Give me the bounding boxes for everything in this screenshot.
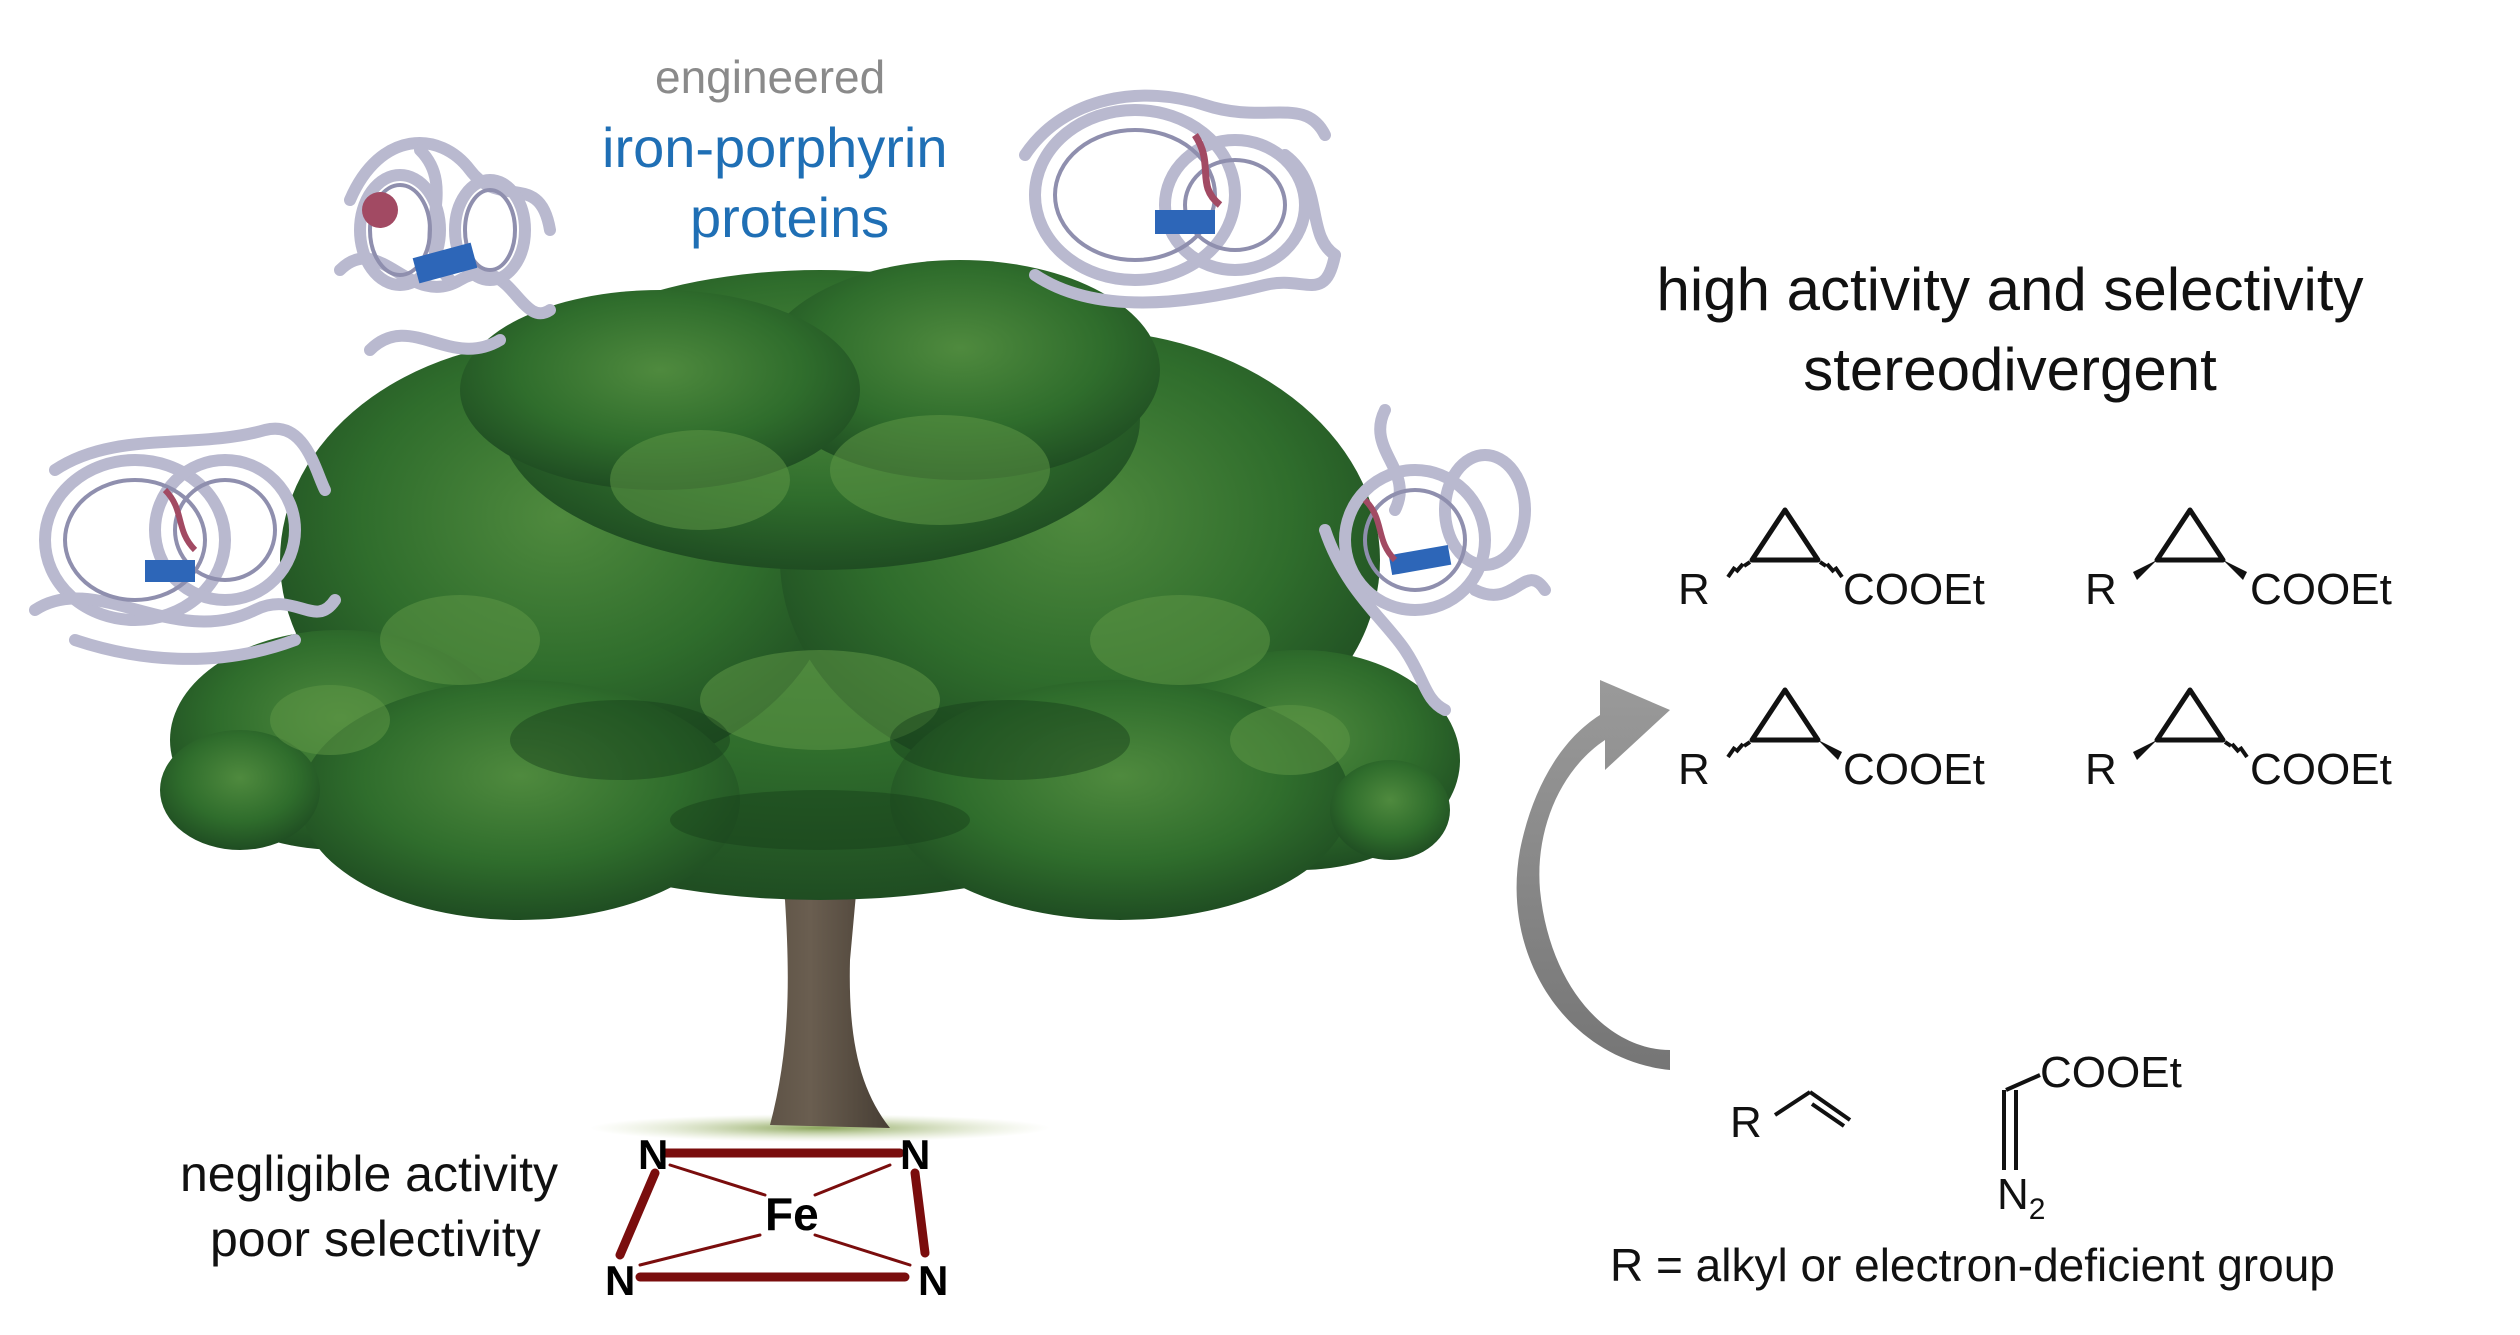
product-1-r: R: [1678, 565, 1710, 614]
title-high-activity: high activity and selectivity: [1656, 256, 2364, 323]
label-engineered: engineered: [655, 51, 886, 103]
product-cis-wedged: [2133, 507, 2247, 580]
label-negligible-activity: negligible activity: [180, 1146, 558, 1202]
alkene-r: R: [1730, 1098, 1762, 1147]
product-4-r: R: [2085, 745, 2117, 794]
product-trans-2: [2133, 687, 2249, 760]
product-2-ester: COOEt: [2250, 565, 2392, 614]
product-1-ester: COOEt: [1843, 565, 1985, 614]
title-stereodivergent: stereodivergent: [1803, 336, 2217, 403]
alkene-structure: [1773, 1090, 1852, 1128]
protein-structure-top-right: [1019, 89, 1341, 309]
product-trans-1: [1726, 687, 1842, 760]
tree-illustration: [160, 260, 1460, 1142]
footnote-r-definition: R = alkyl or electron-deficient group: [1610, 1239, 2335, 1291]
porphyrin-n-bottom-right: N: [918, 1257, 948, 1304]
product-4-ester: COOEt: [2250, 745, 2392, 794]
label-proteins: proteins: [690, 186, 890, 249]
tree-trunk: [700, 760, 920, 1128]
protein-structure-right: [1319, 404, 1551, 716]
diazo-n-symbol: N: [1997, 1170, 2029, 1219]
grass: [590, 1114, 1050, 1142]
iron-porphyrin-core: N N N N Fe: [605, 1131, 948, 1304]
protein-structure-top-left: [334, 136, 556, 356]
product-3-ester: COOEt: [1843, 745, 1985, 794]
product-cis-hashed: [1726, 507, 1844, 579]
diazo-n-subscript: 2: [2028, 1192, 2046, 1226]
porphyrin-fe: Fe: [765, 1188, 819, 1240]
label-poor-selectivity: poor selectivity: [210, 1211, 541, 1267]
tree-foliage-highlights: [270, 415, 1350, 775]
diazo-structure: [2002, 1073, 2041, 1170]
protein-structure-left: [29, 422, 341, 665]
diazo-ester: COOEt: [2040, 1048, 2182, 1097]
diazo-n: N2: [1997, 1170, 2045, 1227]
label-iron-porphyrin: iron-porphyrin: [602, 116, 948, 179]
product-3-r: R: [1678, 745, 1710, 794]
product-2-r: R: [2085, 565, 2117, 614]
porphyrin-n-top-right: N: [900, 1131, 930, 1178]
reaction-arrow: [1516, 680, 1670, 1135]
porphyrin-n-top-left: N: [638, 1131, 668, 1178]
tree-foliage-shadows: [510, 700, 1130, 850]
porphyrin-n-bottom-left: N: [605, 1257, 635, 1304]
